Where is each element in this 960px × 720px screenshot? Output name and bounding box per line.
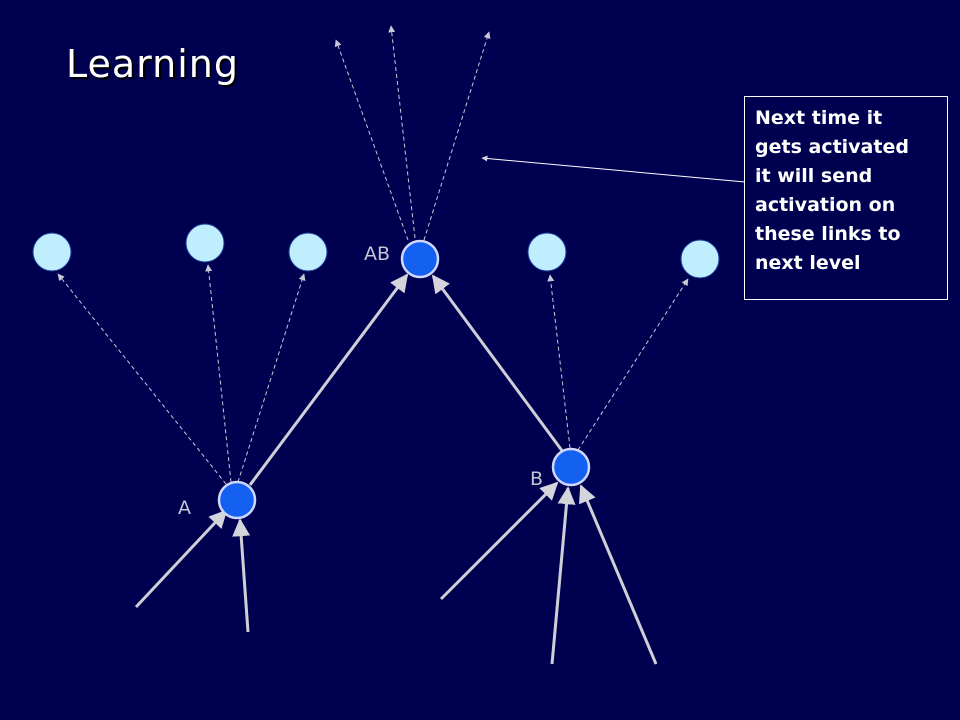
input-link-b-3 <box>578 484 658 665</box>
dashed-link-a-to-n3 <box>237 273 306 483</box>
input-link-b-1 <box>439 481 559 601</box>
node-label-b: B <box>530 468 544 490</box>
inactive-node-5 <box>680 239 720 279</box>
inactive-node-4 <box>527 232 567 272</box>
callout-line: gets activated <box>755 136 909 158</box>
dashed-link-a-to-n2 <box>205 264 232 483</box>
inactive-node-2 <box>185 223 225 263</box>
solid-link-a-to-ab <box>248 273 409 486</box>
node-ab <box>400 239 440 279</box>
callout-line: these links to <box>755 223 901 245</box>
dashed-link-b-to-n4 <box>547 274 571 449</box>
solid-link-b-to-ab <box>431 274 565 453</box>
inactive-node-1 <box>32 232 72 272</box>
dashed-link-ab-up-2 <box>388 25 416 239</box>
dashed-link-ab-up-3 <box>423 31 491 241</box>
callout-line: it will send <box>755 165 873 187</box>
input-link-a-2 <box>232 518 251 633</box>
callout-box: Next time it gets activated it will send… <box>744 96 948 300</box>
callout-line: Next time it <box>755 107 883 129</box>
input-link-b-2 <box>550 486 576 665</box>
dashed-link-b-to-n5 <box>577 278 689 451</box>
node-b <box>551 447 591 487</box>
callout-line: next level <box>755 252 861 274</box>
dashed-link-a-to-n1 <box>57 273 227 485</box>
callout-pointer-arrow <box>481 155 746 183</box>
node-label-a: A <box>178 497 191 519</box>
callout-line: activation on <box>755 194 896 216</box>
node-a <box>217 480 257 520</box>
input-link-a-1 <box>134 509 228 609</box>
slide-title: Learning <box>66 42 239 86</box>
dashed-link-ab-up-1 <box>334 39 409 241</box>
inactive-node-3 <box>288 232 328 272</box>
node-label-ab: AB <box>364 243 391 265</box>
